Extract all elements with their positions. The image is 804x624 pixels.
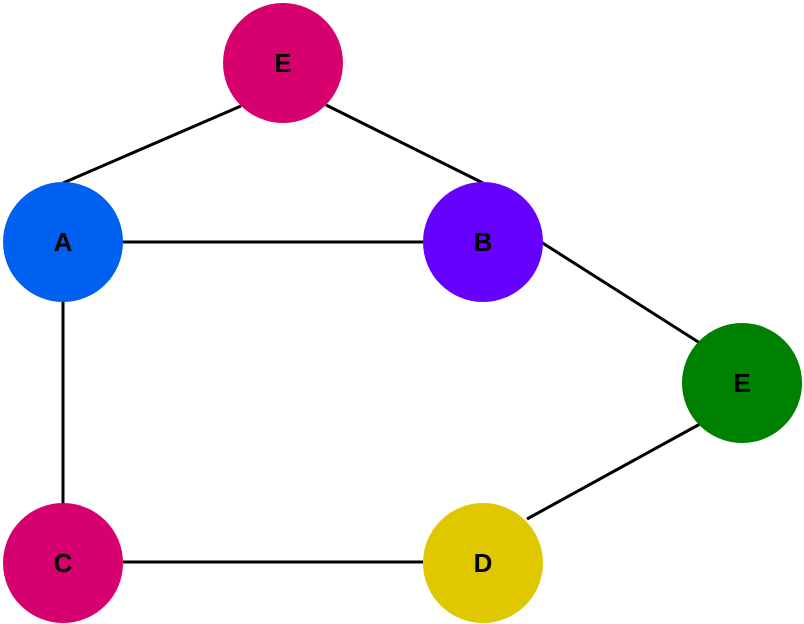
node-d: D <box>423 503 543 623</box>
node-a: A <box>3 182 123 302</box>
node-b: B <box>423 182 543 302</box>
node-e-right-circle <box>682 323 802 443</box>
node-a-label: A <box>54 227 73 257</box>
node-c-circle <box>3 503 123 623</box>
node-e-right-label: E <box>733 368 750 398</box>
node-a-circle <box>3 182 123 302</box>
edge-e-top-b <box>325 103 484 185</box>
edge-b-e-right <box>540 240 704 347</box>
node-e-top-label: E <box>274 48 291 78</box>
node-b-circle <box>423 182 543 302</box>
edge-d-e-right <box>526 422 701 521</box>
node-e-top-circle <box>223 3 343 123</box>
edge-e-top-a <box>62 104 242 185</box>
node-c: C <box>3 503 123 623</box>
node-c-label: C <box>54 548 73 578</box>
node-e-top: E <box>223 3 343 123</box>
node-b-label: B <box>474 227 493 257</box>
node-d-label: D <box>474 548 493 578</box>
node-e-right: E <box>682 323 802 443</box>
node-d-circle <box>423 503 543 623</box>
